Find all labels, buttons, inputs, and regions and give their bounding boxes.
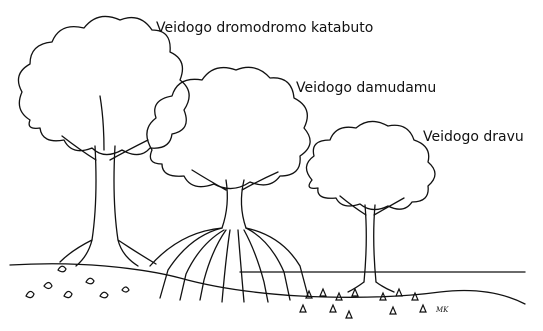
tree-3-crown <box>306 121 435 209</box>
tree-1-trunk <box>60 96 156 266</box>
label-tree-2: Veidogo damudamu <box>296 81 436 95</box>
label-tree-3: Veidogo dravu <box>423 130 524 144</box>
tree-2-trunk <box>192 170 278 228</box>
label-tree-1: Veidogo dromodromo katabuto <box>156 21 373 35</box>
artist-signature: MK <box>436 306 448 314</box>
pneumatophores <box>26 266 426 318</box>
tree-2-prop-roots <box>150 228 308 302</box>
tree-3-trunk <box>340 196 404 292</box>
tree-2-crown <box>147 67 310 188</box>
